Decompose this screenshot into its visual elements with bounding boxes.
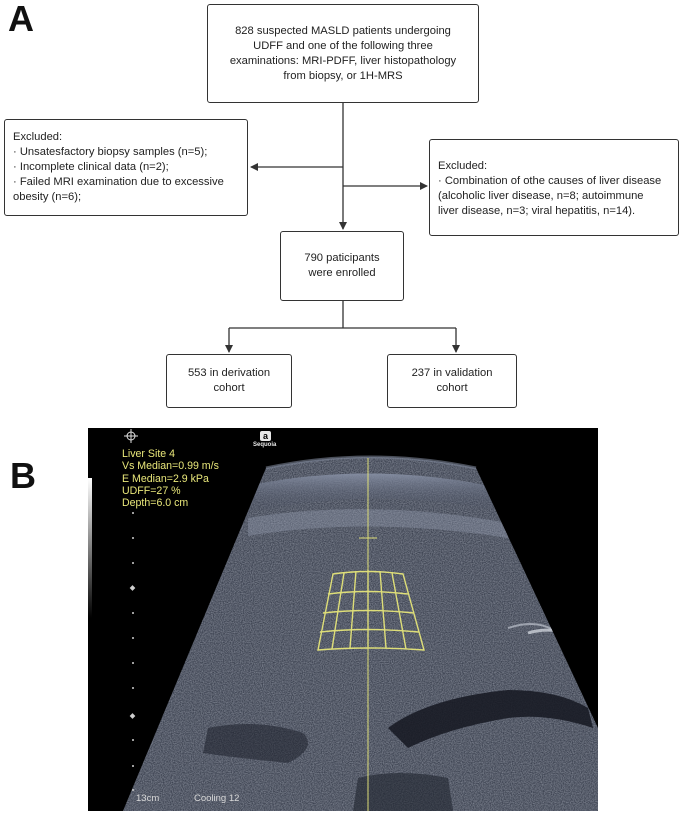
excluded-right-line-1: Excluded: — [438, 160, 488, 172]
validation-line-2: cohort — [436, 382, 468, 394]
derivation-line-1: 553 in derivation — [187, 367, 271, 379]
excluded-right-line-3: (alcoholic liver disease, n=8; autoimmun… — [438, 190, 644, 202]
ultrasound-scan-graphic — [88, 429, 598, 811]
overlay-depth: Depth=6.0 cm — [122, 497, 189, 510]
box-excluded-right: Excluded: · Combination of othe causes o… — [429, 139, 679, 236]
footer-cooling: Cooling 12 — [194, 793, 240, 804]
panel-b-label: B — [10, 455, 36, 496]
box-derivation-cohort: 553 in derivation cohort — [166, 354, 292, 408]
box-suspected-line-3: examinations: MRI-PDFF, liver histopatho… — [229, 54, 457, 67]
overlay-site: Liver Site 4 — [122, 448, 175, 460]
ultrasound-image: a Sequoia Liver Site 4 Vs Median=0.99 m/… — [88, 428, 598, 811]
overlay-vs-median: Vs Median=0.99 m/s — [122, 460, 219, 473]
overlay-udff: UDFF=27 % — [122, 484, 181, 497]
footer-frequency: 13cm — [136, 793, 160, 804]
box-excluded-left: Excluded: · Unsatesfactory biopsy sample… — [4, 119, 248, 216]
enrolled-line-1: 790 paticipants — [304, 252, 380, 264]
focus-crosshair-icon — [124, 429, 138, 443]
flowchart-connectors — [225, 103, 460, 353]
box-suspected-line-1: 828 suspected MASLD patients undergoing — [235, 24, 451, 37]
derivation-line-2: cohort — [213, 382, 245, 394]
sequoia-logo-icon: a — [260, 431, 271, 441]
box-validation-cohort: 237 in validation cohort — [387, 354, 517, 408]
grayscale-bar — [88, 478, 92, 618]
depth-markers — [129, 512, 136, 791]
box-suspected-line-2: UDFF and one of the following three — [253, 39, 433, 52]
sequoia-logo-text: Sequoia — [253, 442, 277, 448]
box-suspected-patients: 828 suspected MASLD patients undergoing … — [207, 4, 479, 103]
excluded-left-line-2: · Unsatesfactory biopsy samples (n=5); — [13, 146, 208, 158]
excluded-left-line-3: · Incomplete clinical data (n=2); — [13, 161, 169, 173]
excluded-left-line-5: obesity (n=6); — [13, 191, 82, 203]
panel-a-label: A — [8, 0, 34, 39]
enrolled-line-2: were enrolled — [308, 267, 376, 279]
excluded-right-line-2: · Combination of othe causes of liver di… — [438, 175, 662, 187]
validation-line-1: 237 in validation — [411, 367, 493, 379]
excluded-left-line-1: Excluded: — [13, 131, 63, 143]
overlay-e-median: E Median=2.9 kPa — [122, 472, 209, 485]
box-suspected-line-4: from biopsy, or 1H-MRS — [283, 69, 403, 82]
measurement-overlay: Liver Site 4 Vs Median=0.99 m/s E Median… — [122, 448, 219, 509]
roi-grid — [317, 570, 425, 651]
box-enrolled: 790 paticipants were enrolled — [280, 231, 404, 301]
excluded-left-line-4: · Failed MRI examination due to excessiv… — [13, 176, 224, 188]
excluded-right-line-4: liver disease, n=3; viral hepatitis, n=1… — [438, 205, 636, 217]
